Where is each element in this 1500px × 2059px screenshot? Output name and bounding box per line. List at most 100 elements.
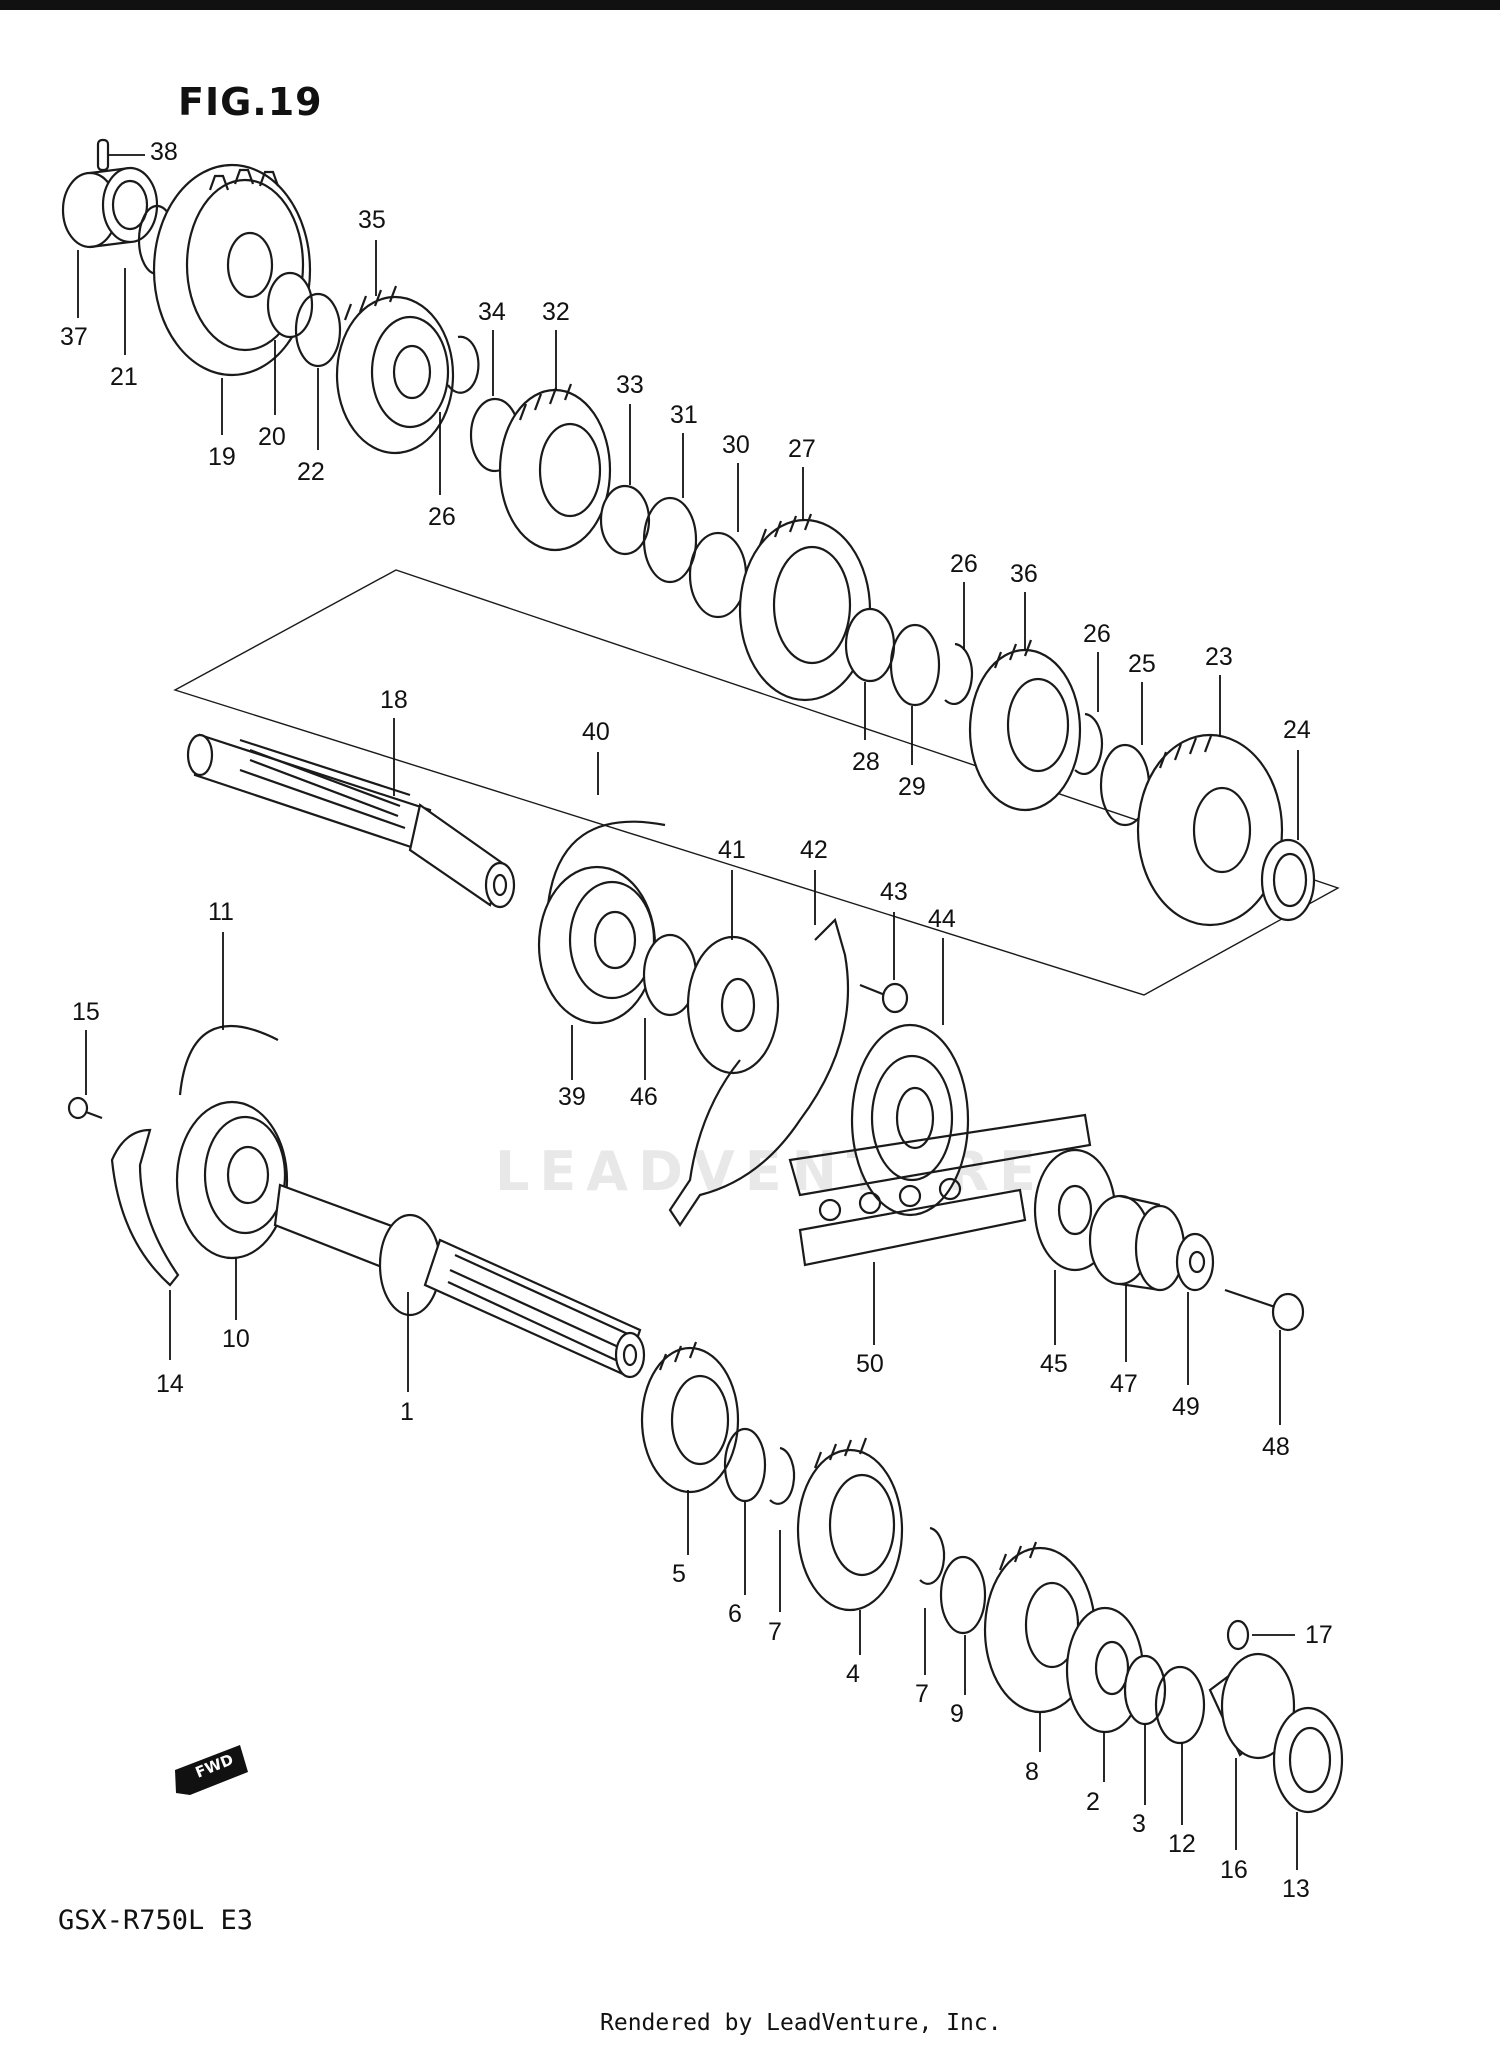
callout-8: 8 — [1025, 1712, 1041, 1786]
callout-37: 37 — [60, 250, 88, 351]
callout-number: 21 — [110, 363, 138, 391]
callout-45: 45 — [1040, 1270, 1068, 1378]
callout-41: 41 — [718, 836, 746, 940]
callout-number: 16 — [1220, 1856, 1248, 1884]
callout-number: 19 — [208, 443, 236, 471]
callout-12: 12 — [1168, 1742, 1196, 1858]
callout-number: 5 — [672, 1560, 686, 1588]
figure-title: FIG.19 — [178, 80, 323, 124]
washer-22 — [294, 292, 342, 368]
callout-21: 21 — [110, 268, 138, 391]
callout-26: 26 — [950, 550, 978, 650]
callout-number: 9 — [950, 1700, 964, 1728]
callout-number: 31 — [670, 401, 698, 429]
callout-26: 26 — [1083, 620, 1111, 712]
callout-9: 9 — [950, 1635, 966, 1728]
callout-26: 26 — [428, 412, 456, 531]
callout-number: 32 — [542, 298, 570, 326]
circlip-40 — [546, 820, 666, 906]
callout-number: 22 — [297, 458, 325, 486]
bolt-48 — [1224, 1288, 1305, 1332]
bearing-10 — [175, 1100, 289, 1260]
callout-number: 35 — [358, 206, 386, 234]
bushing-28 — [844, 607, 896, 683]
callout-40: 40 — [582, 718, 610, 795]
callout-number: 1 — [400, 1398, 414, 1426]
callout-34: 34 — [478, 298, 506, 396]
callout-47: 47 — [1110, 1285, 1138, 1398]
circlip-11 — [178, 1025, 279, 1096]
callout-number: 24 — [1283, 716, 1311, 744]
callout-28: 28 — [852, 682, 880, 776]
callout-25: 25 — [1128, 650, 1156, 745]
callout-number: 36 — [1010, 560, 1038, 588]
callout-number: 7 — [915, 1680, 929, 1708]
bolt-43 — [859, 982, 909, 1014]
callout-36: 36 — [1010, 560, 1038, 650]
callout-number: 40 — [582, 718, 610, 746]
callout-16: 16 — [1220, 1758, 1248, 1884]
callout-38: 38 — [108, 138, 178, 166]
callout-11: 11 — [208, 898, 234, 1030]
bushing-13 — [1272, 1706, 1344, 1814]
callout-17: 17 — [1252, 1621, 1333, 1649]
callout-2: 2 — [1086, 1732, 1105, 1816]
callout-6: 6 — [728, 1502, 746, 1628]
callout-24: 24 — [1283, 716, 1311, 840]
callout-number: 27 — [788, 435, 816, 463]
callout-number: 43 — [880, 878, 908, 906]
bolt-15 — [67, 1096, 103, 1120]
pin-17 — [1226, 1619, 1250, 1651]
callout-number: 7 — [768, 1618, 782, 1646]
callout-number: 12 — [1168, 1830, 1196, 1858]
callout-27: 27 — [788, 435, 816, 520]
callout-number: 50 — [856, 1350, 884, 1378]
lock-washer-31 — [642, 496, 698, 584]
callout-10: 10 — [222, 1258, 250, 1353]
gear-32 — [498, 383, 612, 552]
callout-number: 17 — [1305, 1621, 1333, 1649]
callout-number: 29 — [898, 773, 926, 801]
callout-number: 41 — [718, 836, 746, 864]
oil-seal-16 — [1208, 1652, 1296, 1760]
callout-number: 6 — [728, 1600, 742, 1628]
washer-12 — [1154, 1665, 1206, 1745]
callout-49: 49 — [1172, 1292, 1200, 1421]
circlip-26-a — [447, 335, 480, 394]
gear-19 — [152, 163, 312, 377]
callout-50: 50 — [856, 1262, 884, 1378]
callout-14: 14 — [156, 1290, 184, 1398]
gear-5 — [640, 1341, 740, 1494]
engine-sprocket-44 — [850, 1023, 970, 1217]
callout-number: 49 — [1172, 1393, 1200, 1421]
bushing-33 — [599, 484, 651, 556]
callout-number: 15 — [72, 998, 100, 1026]
callout-46: 46 — [630, 1018, 658, 1111]
callout-32: 32 — [542, 298, 570, 390]
callout-number: 26 — [1083, 620, 1111, 648]
washer-9 — [939, 1555, 987, 1635]
drive-chain-50 — [788, 1113, 1092, 1267]
bushing-20 — [266, 271, 314, 339]
gear-23 — [1136, 733, 1284, 927]
callout-number: 13 — [1282, 1875, 1310, 1903]
callout-19: 19 — [208, 378, 236, 471]
callout-42: 42 — [800, 836, 828, 925]
washer-30 — [688, 531, 748, 619]
callout-number: 37 — [60, 323, 88, 351]
callout-13: 13 — [1282, 1812, 1310, 1903]
callout-33: 33 — [616, 371, 644, 485]
oil-seal-41 — [686, 935, 780, 1075]
callout-15: 15 — [72, 998, 100, 1095]
callout-number: 25 — [1128, 650, 1156, 678]
callout-number: 48 — [1262, 1433, 1290, 1461]
callout-23: 23 — [1205, 643, 1233, 737]
callout-31: 31 — [670, 401, 698, 498]
guide-plate-42 — [668, 917, 850, 1227]
driveshaft-1 — [273, 1183, 646, 1379]
callout-48: 48 — [1262, 1330, 1290, 1461]
callout-number: 8 — [1025, 1758, 1039, 1786]
callout-18: 18 — [380, 686, 408, 796]
